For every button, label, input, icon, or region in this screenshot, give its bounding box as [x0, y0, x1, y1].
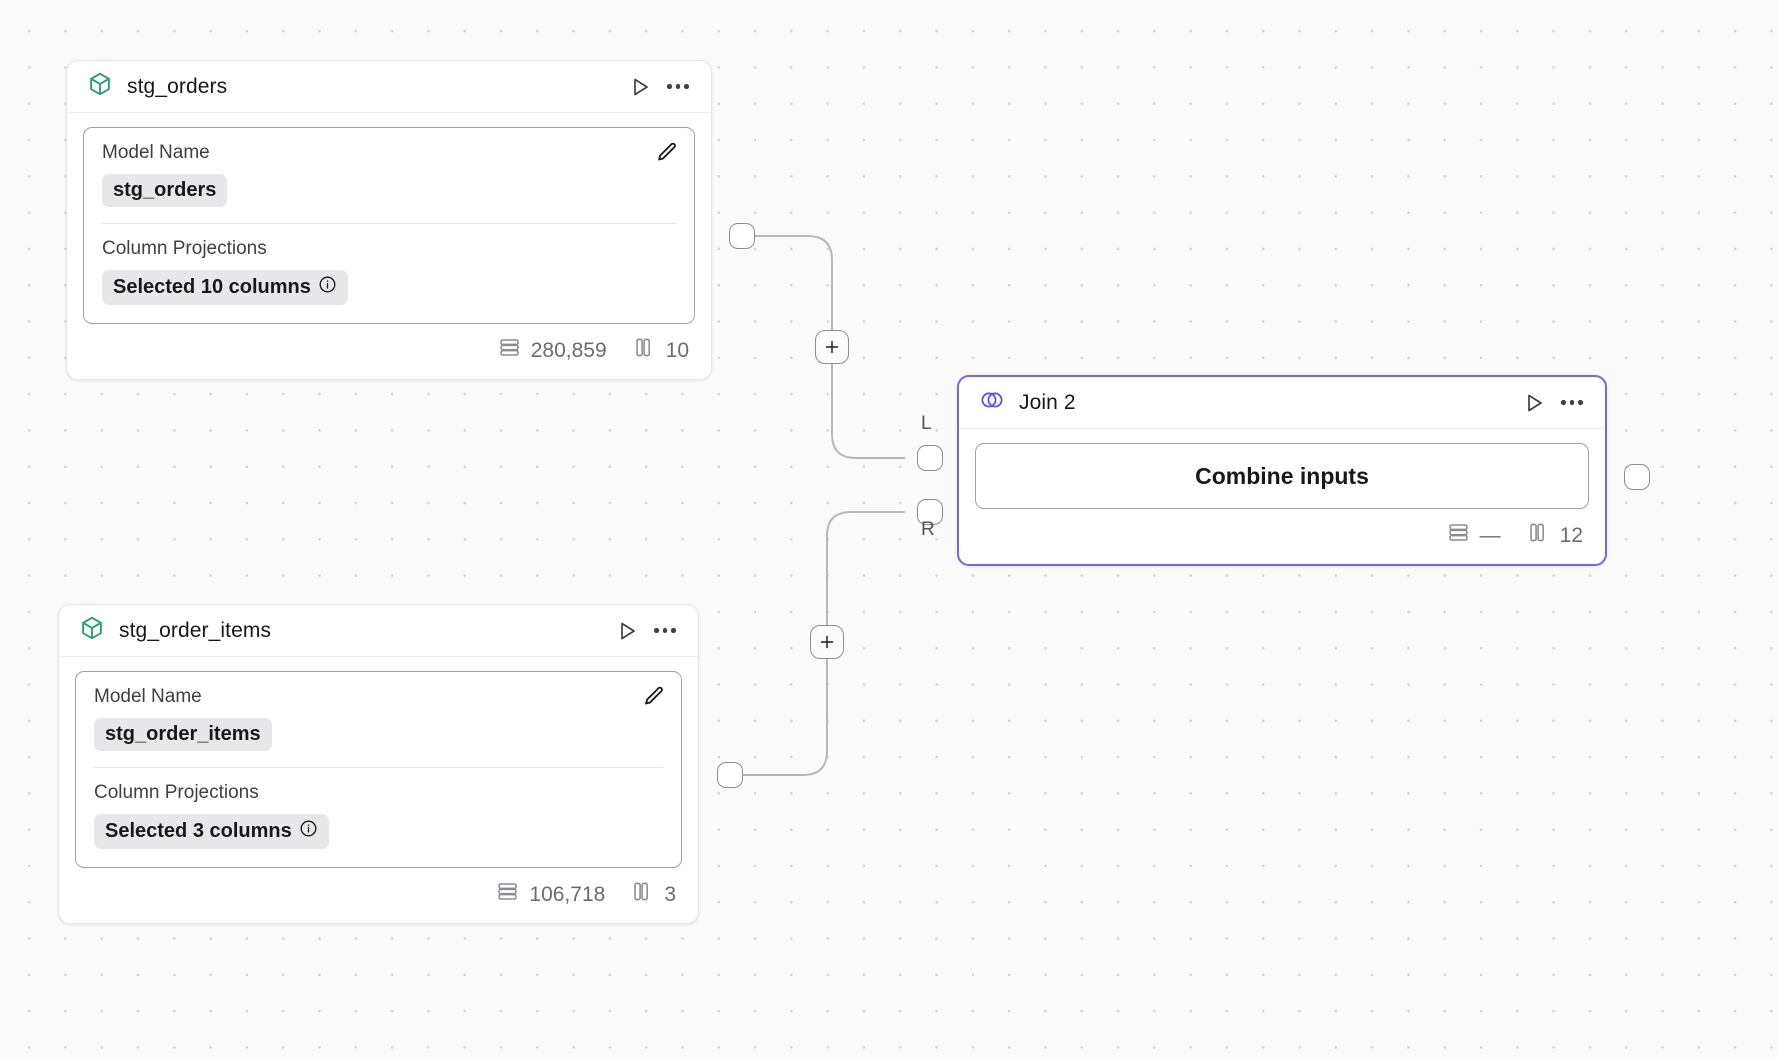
- input-port-label-r: R: [921, 519, 935, 540]
- node-footer: 106,718 3: [59, 868, 698, 923]
- chip-model-name-text: stg_orders: [113, 179, 217, 201]
- chip-column-projections-text: Selected 3 columns: [105, 820, 292, 842]
- rows-stat: 280,859: [498, 336, 607, 365]
- node-stg-order-items[interactable]: stg_order_items Model Name: [58, 604, 699, 924]
- rows-count: 106,718: [529, 882, 606, 906]
- edit-pencil-icon[interactable]: [654, 140, 680, 171]
- model-config-panel: Model Name stg_orders Column Projections…: [83, 127, 695, 324]
- info-icon[interactable]: [299, 819, 318, 844]
- columns-count: 3: [664, 882, 676, 906]
- add-node-on-edge-button-r[interactable]: [810, 625, 844, 659]
- columns-icon: [631, 880, 654, 909]
- cube-icon: [87, 71, 113, 102]
- columns-icon: [633, 336, 656, 365]
- node-title: stg_orders: [127, 74, 228, 98]
- node-title: stg_order_items: [119, 618, 272, 642]
- info-icon[interactable]: [318, 275, 337, 300]
- columns-icon: [1527, 521, 1550, 550]
- field-label-column-projections: Column Projections: [94, 782, 259, 803]
- columns-stat: 3: [631, 880, 676, 909]
- node-body: Model Name stg_orders Column Projections…: [67, 113, 711, 324]
- more-options-icon[interactable]: [663, 72, 693, 102]
- chip-model-name[interactable]: stg_orders: [102, 174, 228, 207]
- run-icon[interactable]: [612, 616, 642, 646]
- run-icon[interactable]: [625, 72, 655, 102]
- node-footer: — 12: [959, 509, 1605, 564]
- node-title: Join 2: [1019, 390, 1076, 414]
- more-options-icon[interactable]: [1557, 388, 1587, 418]
- output-port-stg-orders[interactable]: [729, 223, 755, 249]
- input-port-r[interactable]: [917, 499, 943, 525]
- run-icon[interactable]: [1519, 388, 1549, 418]
- venn-icon: [979, 387, 1005, 418]
- panel-divider: [102, 223, 676, 224]
- rows-stat: —: [1447, 521, 1501, 550]
- node-body: Model Name stg_order_items Column Projec…: [59, 657, 698, 868]
- chip-model-name-text: stg_order_items: [105, 723, 261, 745]
- field-label-model-name: Model Name: [94, 686, 202, 707]
- rows-icon: [1447, 521, 1470, 550]
- edit-pencil-icon[interactable]: [641, 684, 667, 715]
- cube-icon: [79, 615, 105, 646]
- rows-stat: 106,718: [496, 880, 605, 909]
- input-port-l[interactable]: [917, 445, 943, 471]
- node-header: stg_order_items: [59, 605, 698, 657]
- columns-count: 10: [665, 338, 689, 362]
- chip-column-projections-text: Selected 10 columns: [113, 276, 311, 298]
- output-port-join-2[interactable]: [1624, 464, 1650, 490]
- rows-icon: [496, 880, 519, 909]
- input-port-label-l: L: [921, 413, 932, 434]
- field-label-model-name: Model Name: [102, 142, 210, 163]
- combine-inputs-button[interactable]: Combine inputs: [975, 443, 1589, 509]
- node-header: Join 2: [959, 377, 1605, 429]
- field-label-column-projections: Column Projections: [102, 238, 267, 259]
- chip-model-name[interactable]: stg_order_items: [94, 718, 272, 751]
- chip-column-projections[interactable]: Selected 3 columns: [94, 814, 329, 849]
- rows-count: 280,859: [530, 338, 607, 362]
- chip-column-projections[interactable]: Selected 10 columns: [102, 270, 348, 305]
- rows-count: —: [1479, 523, 1501, 547]
- model-config-panel: Model Name stg_order_items Column Projec…: [75, 671, 682, 868]
- add-node-on-edge-button-l[interactable]: [815, 330, 849, 364]
- node-footer: 280,859 10: [67, 324, 711, 379]
- columns-stat: 10: [633, 336, 689, 365]
- node-join-2[interactable]: Join 2 Combine inputs: [957, 375, 1607, 566]
- node-body: Combine inputs: [959, 429, 1605, 509]
- node-stg-orders[interactable]: stg_orders Model Name stg_o: [66, 60, 712, 380]
- panel-divider: [94, 767, 663, 768]
- more-options-icon[interactable]: [650, 616, 680, 646]
- node-header: stg_orders: [67, 61, 711, 113]
- columns-stat: 12: [1527, 521, 1583, 550]
- output-port-stg-order-items[interactable]: [717, 762, 743, 788]
- columns-count: 12: [1559, 523, 1583, 547]
- rows-icon: [498, 336, 521, 365]
